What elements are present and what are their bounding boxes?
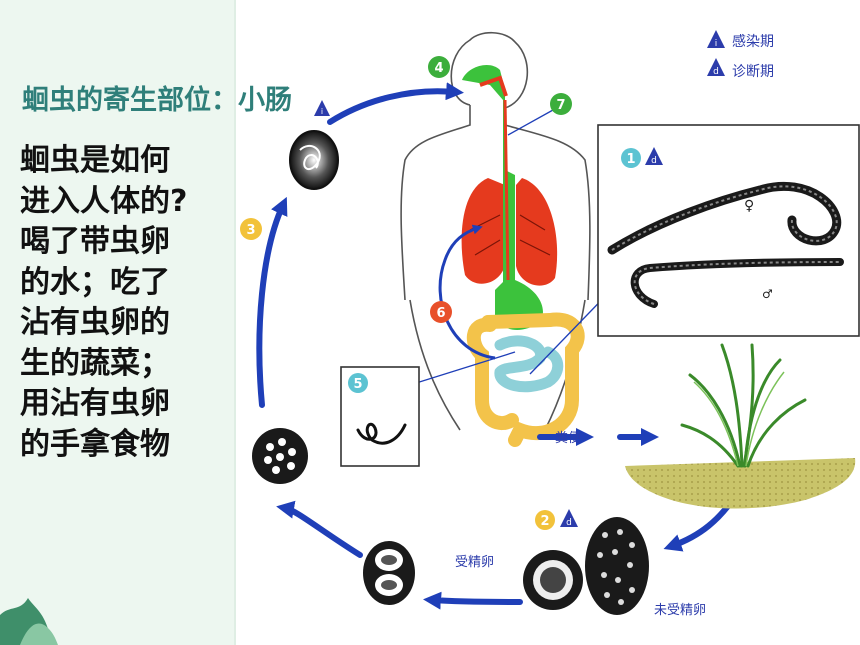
stage-marker-4: 4 <box>428 56 450 78</box>
unfertilized-egg-label: 未受精卵 <box>654 603 706 618</box>
svg-text:i: i <box>715 39 718 49</box>
question-text: 蛔虫是如何 进入人体的? 喝了带虫卵 的水；吃了 沾有虫卵的 生的蔬菜； 用沾有… <box>20 141 260 465</box>
infective-symbol-icon <box>707 30 725 48</box>
stage-marker-7: 7 <box>550 93 572 115</box>
svg-text:4: 4 <box>434 61 443 76</box>
two-cell-egg <box>363 541 415 605</box>
legend-infective-label: 感染期 <box>732 33 774 50</box>
question-line: 的水；吃了 <box>20 264 170 300</box>
page-title: 蛔虫的寄生部位：小肠 <box>22 85 292 116</box>
small-intestine <box>494 335 564 393</box>
svg-text:1: 1 <box>626 152 635 167</box>
migration-path-6 <box>438 224 496 360</box>
diagnostic-symbol-icon <box>707 58 725 76</box>
question-line: 的手拿食物 <box>20 426 170 462</box>
lungs <box>461 178 558 286</box>
fertilized-egg-label: 受精卵 <box>455 555 494 570</box>
stage-marker-3: 3 <box>240 218 262 240</box>
svg-text:♀: ♀ <box>744 198 754 214</box>
question-line: 蛔虫是如何 <box>20 143 170 178</box>
stage-marker-2: 2 d <box>535 509 578 530</box>
panel-divider <box>234 0 236 645</box>
svg-text:6: 6 <box>436 306 445 321</box>
svg-text:i: i <box>321 107 323 116</box>
svg-text:2: 2 <box>540 514 549 529</box>
question-line: 用沾有虫卵 <box>20 386 170 421</box>
adult-worm-box: 1 d ♀ ♂ <box>597 124 860 337</box>
question-line: 沾有虫卵的 <box>20 305 170 340</box>
svg-text:d: d <box>713 67 719 77</box>
soil-with-plant <box>625 343 856 509</box>
human-body-outline <box>400 31 591 431</box>
legend: i 感染期 d 诊断期 <box>707 30 774 80</box>
svg-text:5: 5 <box>353 377 362 392</box>
feces-label: 粪便 <box>555 431 581 446</box>
svg-text:d: d <box>566 518 572 528</box>
svg-text:3: 3 <box>246 223 255 238</box>
digestive-tract <box>462 65 543 330</box>
large-intestine <box>466 312 585 447</box>
decorative-hills <box>0 598 58 645</box>
legend-diagnostic-label: 诊断期 <box>732 64 774 80</box>
stage-marker-6: 6 <box>430 301 452 323</box>
unfertilized-egg <box>585 517 649 615</box>
larva-box: 5 <box>340 366 420 467</box>
question-line: 喝了带虫卵 <box>20 224 170 259</box>
infective-egg: i <box>289 100 339 190</box>
svg-text:7: 7 <box>556 98 565 113</box>
svg-text:d: d <box>651 156 657 166</box>
developing-egg <box>252 428 308 484</box>
question-line: 进入人体的? <box>20 183 188 219</box>
svg-text:♂: ♂ <box>762 287 773 301</box>
question-line: 生的蔬菜； <box>20 345 170 381</box>
left-panel <box>0 0 234 645</box>
fertilized-egg <box>523 550 583 610</box>
